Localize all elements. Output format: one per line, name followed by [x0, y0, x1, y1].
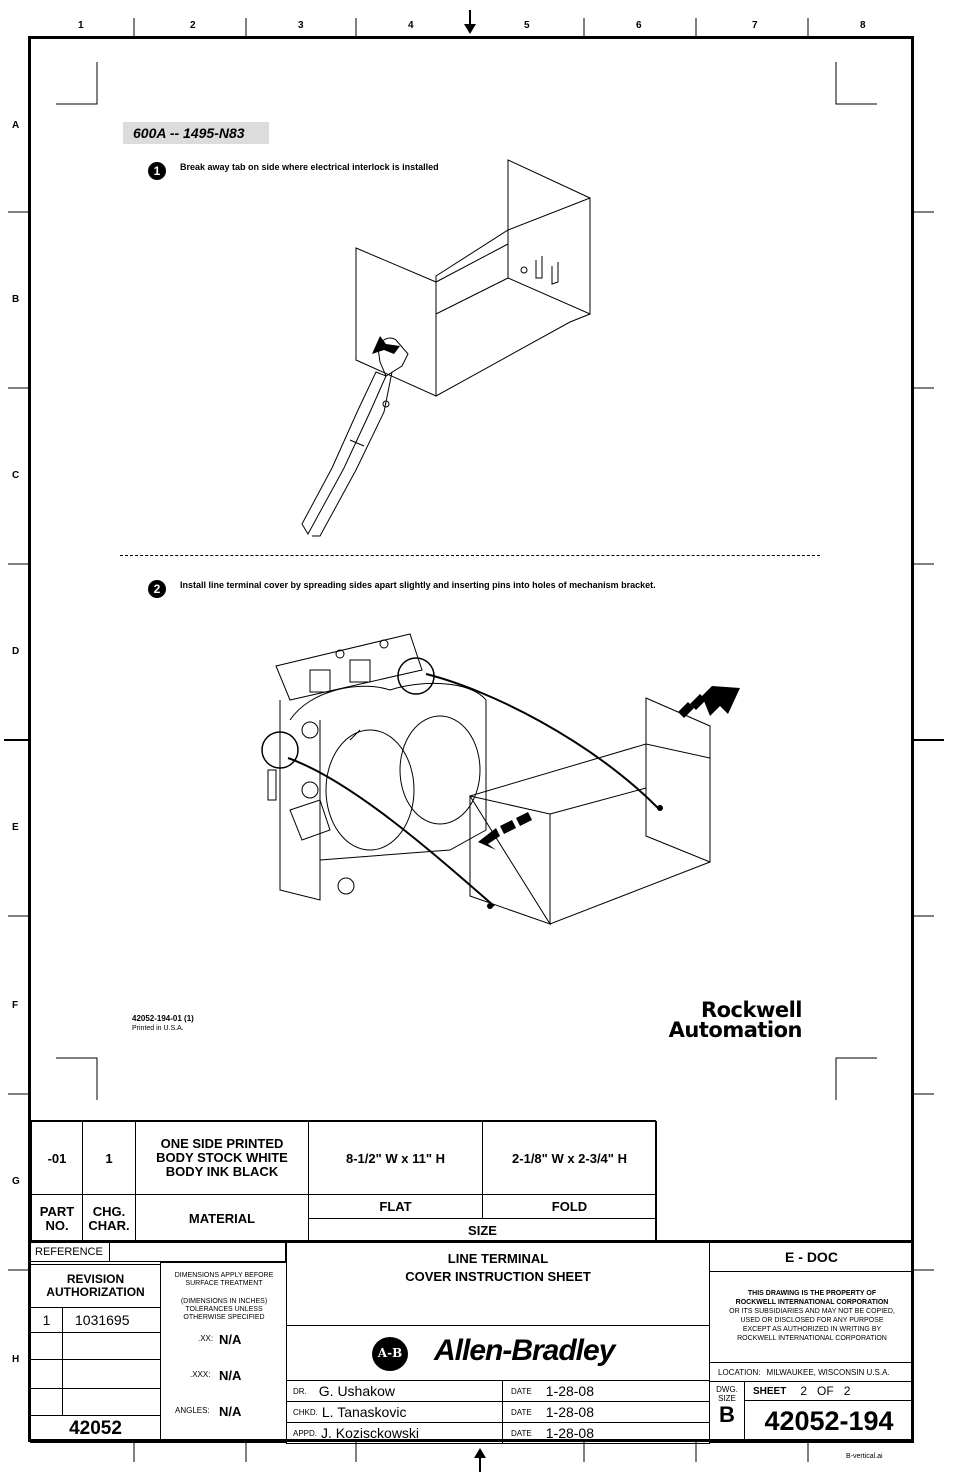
fold-size-value: 2-1/8" W x 2-3/4" H — [482, 1121, 657, 1195]
step-1-text: Break away tab on side where electrical … — [180, 162, 439, 172]
appd-row: APPD.J. Kozisckowski — [286, 1422, 503, 1444]
chg-char-header: CHG.CHAR. — [82, 1194, 136, 1243]
step-2-badge: 2 — [148, 580, 166, 598]
fold-header: FOLD — [482, 1194, 657, 1219]
file-name: B-vertical.ai — [846, 1453, 883, 1460]
dwg-size-box: DWG. SIZE B — [709, 1381, 745, 1443]
revision-blank — [30, 1388, 63, 1416]
property-notice: THIS DRAWING IS THE PROPERTY OF ROCKWELL… — [729, 1290, 895, 1342]
row-letter: B — [12, 294, 20, 305]
revision-authorization-number: 1031695 — [62, 1307, 161, 1333]
revision-blank — [30, 1359, 63, 1389]
edoc-label: E - DOC — [709, 1242, 914, 1272]
chkd-row: CHKD.L. Tanaskovic — [286, 1401, 503, 1423]
column-number: 2 — [190, 20, 196, 31]
drawing-number: 42052-194 — [744, 1400, 914, 1443]
tolerance-xxx-label: .XXX: — [190, 1370, 211, 1379]
row-letter: E — [12, 822, 19, 833]
revision-blank — [62, 1388, 161, 1416]
row-letter: G — [12, 1176, 20, 1187]
column-number: 7 — [752, 20, 758, 31]
tolerance-xx-value: N/A — [219, 1332, 242, 1347]
section-divider — [120, 555, 820, 556]
column-number: 4 — [408, 20, 414, 31]
material-header: MATERIAL — [135, 1194, 309, 1243]
row-letter: D — [12, 646, 20, 657]
flat-header: FLAT — [308, 1194, 483, 1219]
sheet-row: SHEET 2 OF 2 — [744, 1381, 914, 1401]
part-no-value: -01 — [31, 1121, 83, 1195]
row-letter: F — [12, 1000, 19, 1011]
row-letter: A — [12, 120, 20, 131]
rockwell-automation-logo: Rockwell Automation — [668, 998, 803, 1042]
tolerance-xx-label: .XX: — [198, 1334, 214, 1343]
location-row: LOCATION:MILWAUKEE, WISCONSIN U.S.A. — [709, 1362, 914, 1382]
tolerance-angles-value: N/A — [219, 1404, 242, 1419]
revision-blank — [62, 1332, 161, 1360]
reference-label: REFERENCE — [30, 1242, 110, 1262]
document-reference-number: 42052-194-01 (1) — [132, 1014, 194, 1023]
allen-bradley-brand: Allen-Bradley — [434, 1334, 615, 1367]
tolerance-angles-label: ANGLES: — [175, 1406, 210, 1415]
chg-char-value: 1 — [82, 1121, 136, 1195]
title-block-rule — [30, 1240, 914, 1242]
step-2-illustration — [261, 633, 740, 926]
parts-table: -01 1 ONE SIDE PRINTED BODY STOCK WHITE … — [30, 1120, 657, 1243]
column-number: 5 — [524, 20, 530, 31]
step-1-illustration — [301, 159, 591, 537]
tolerance-xxx-value: N/A — [219, 1368, 242, 1383]
revision-number: 1 — [30, 1307, 63, 1333]
column-number: 6 — [636, 20, 642, 31]
step-1-badge: 1 — [148, 162, 166, 180]
flat-size-value: 8-1/2" W x 11" H — [308, 1121, 483, 1195]
revision-footer-number: 42052 — [30, 1415, 161, 1443]
revision-blank — [62, 1359, 161, 1389]
revision-blank — [30, 1332, 63, 1360]
column-number: 1 — [78, 20, 84, 31]
drawing-frame — [28, 36, 914, 1442]
column-number: 8 — [860, 20, 866, 31]
dr-row: DR.G. Ushakow — [286, 1380, 503, 1402]
printed-location: Printed in U.S.A. — [132, 1025, 184, 1032]
column-number: 3 — [298, 20, 304, 31]
material-value: ONE SIDE PRINTED BODY STOCK WHITE BODY I… — [135, 1121, 309, 1195]
row-letter: H — [12, 1354, 20, 1365]
header-label: 600A -- 1495-N83 — [123, 122, 269, 144]
step-2-text: Install line terminal cover by spreading… — [180, 580, 656, 590]
ab-logo-icon: A-B — [372, 1337, 408, 1371]
reference-value — [109, 1242, 286, 1262]
row-letter: C — [12, 470, 20, 481]
